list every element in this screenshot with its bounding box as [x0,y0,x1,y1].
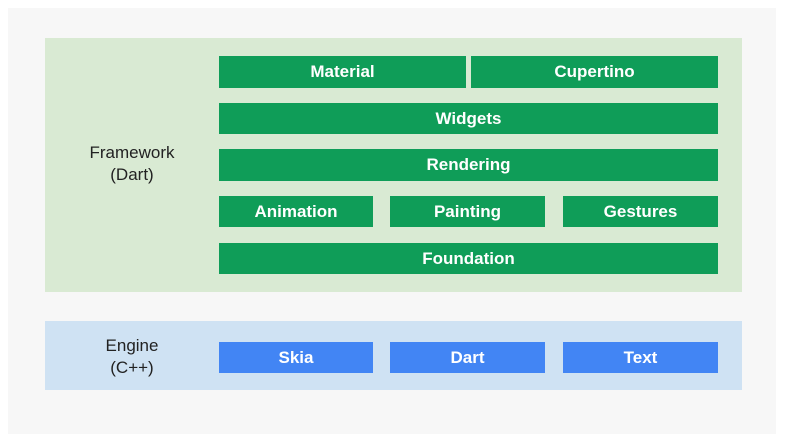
dart-layer: Dart [390,342,545,373]
framework-label-language: (Dart) [110,165,154,184]
gestures-layer: Gestures [563,196,718,227]
animation-layer: Animation [219,196,373,227]
engine-label-title: Engine [105,336,159,355]
framework-label-title: Framework [89,143,175,162]
cupertino-layer: Cupertino [471,56,718,88]
engine-panel: Engine (C++) Skia Dart Text [45,321,742,390]
widgets-layer: Widgets [219,103,718,134]
framework-label: Framework (Dart) [45,142,219,186]
foundation-layer: Foundation [219,243,718,274]
rendering-layer: Rendering [219,149,718,181]
engine-label-language: (C++) [110,358,154,377]
material-layer: Material [219,56,466,88]
skia-layer: Skia [219,342,373,373]
engine-label: Engine (C++) [45,335,219,379]
painting-layer: Painting [390,196,545,227]
text-layer: Text [563,342,718,373]
framework-panel: Framework (Dart) Material Cupertino Widg… [45,38,742,292]
